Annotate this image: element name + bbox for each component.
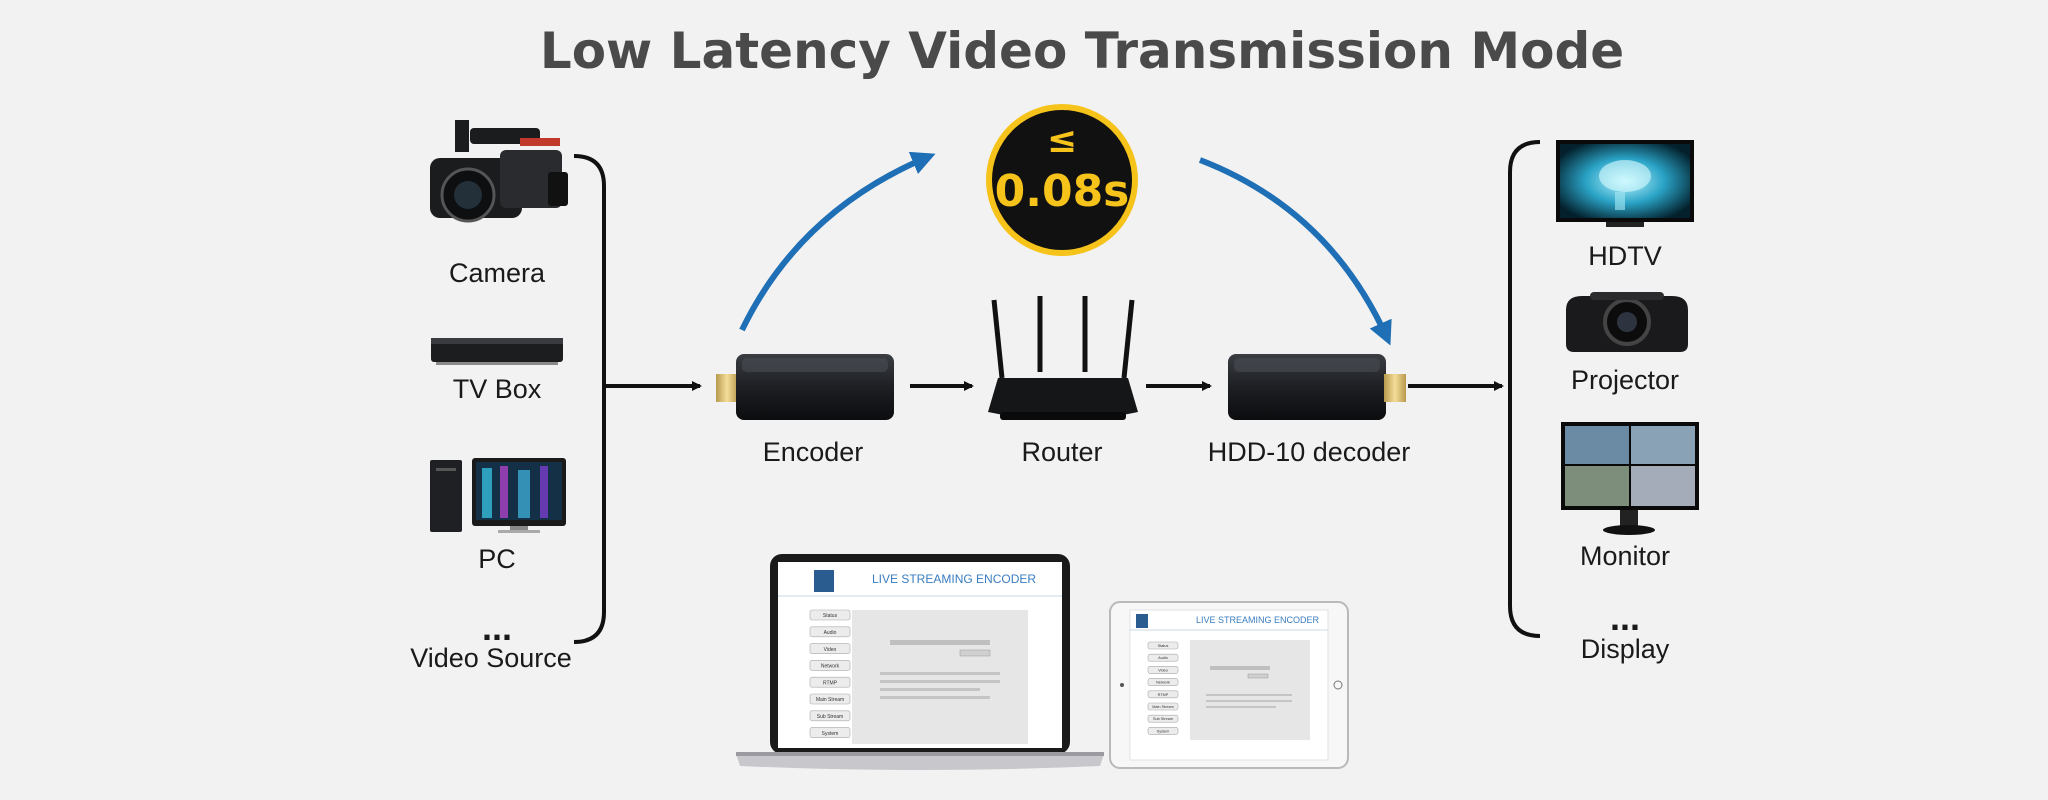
- tablet-ui-menu-button: [1147, 666, 1179, 674]
- tablet-ui-menu-label: Network: [1156, 681, 1170, 685]
- tablet-ui-menu-button: [1147, 714, 1179, 723]
- laptop-ui-title: LIVE STREAMING ENCODER: [872, 572, 1036, 586]
- display-label-hdtv: HDTV: [1588, 241, 1662, 271]
- laptop-ui-menu-button: [809, 676, 851, 688]
- sources-more-ellipsis: ...: [482, 607, 512, 648]
- tablet-ui-menu-label: Audio: [1158, 656, 1168, 660]
- display-label-projector: Projector: [1571, 365, 1679, 395]
- hdtv-icon: [1556, 140, 1694, 227]
- encoder-to-badge-arrow: [739, 151, 936, 332]
- laptop-ui-menu-button: [809, 660, 851, 671]
- tablet-ui-menu-label: Status: [1158, 644, 1169, 648]
- encoder-label: Encoder: [763, 437, 864, 467]
- router-icon: [988, 296, 1138, 420]
- tablet-ui-menu-button: [1147, 702, 1179, 711]
- decoder-device-icon: [1228, 354, 1406, 420]
- laptop-ui-menu-button: [809, 693, 851, 705]
- page-title: Low Latency Video Transmission Mode: [540, 22, 1624, 80]
- tablet-ui-menu-button: [1147, 641, 1179, 650]
- tablet-ui-menu-label: System: [1157, 729, 1170, 733]
- displays-caption: Display: [1581, 634, 1670, 664]
- laptop-ui-menu-button: [809, 643, 851, 654]
- projector-icon: [1566, 292, 1688, 352]
- decoder-label: HDD-10 decoder: [1208, 437, 1411, 467]
- sources-caption: Video Source: [410, 643, 572, 673]
- laptop-web-ui: LIVE STREAMING ENCODER: [778, 570, 1062, 744]
- camera-icon: [430, 120, 568, 223]
- router-label: Router: [1021, 437, 1102, 467]
- source-label-pc: PC: [478, 544, 516, 574]
- latency-value: 0.08s: [995, 166, 1130, 217]
- source-label-camera: Camera: [449, 258, 546, 288]
- source-label-tv-box: TV Box: [453, 374, 542, 404]
- latency-symbol: ≤: [1047, 120, 1077, 161]
- tablet-ui-title: LIVE STREAMING ENCODER: [1196, 615, 1320, 625]
- laptop-ui-menu-label: Video: [824, 647, 837, 653]
- tablet-ui-logo-icon: [1136, 614, 1148, 628]
- display-label-monitor: Monitor: [1580, 541, 1670, 571]
- laptop-ui-menu-label: Main Stream: [816, 697, 844, 703]
- tv-box-icon: [431, 338, 563, 365]
- laptop-ui-menu-button: [809, 609, 851, 621]
- badge-to-decoder-arrow: [1198, 157, 1392, 346]
- tablet-ui-menu-label: Sub Stream: [1153, 717, 1173, 721]
- laptop-ui-menu-label: RTMP: [823, 680, 838, 686]
- laptop-ui-menu-label: System: [822, 731, 839, 737]
- tablet-ui-menu-button: [1147, 727, 1179, 735]
- encoder-device-icon: [716, 354, 894, 420]
- sources-bracket: [573, 154, 606, 644]
- tablet-ui-menu-label: RTMP: [1158, 693, 1169, 697]
- laptop-ui-menu-button: [809, 626, 851, 638]
- tablet-ui-menu-button: [1147, 653, 1179, 662]
- displays-bracket: [1508, 140, 1541, 638]
- displays-more-ellipsis: ...: [1610, 597, 1640, 638]
- tablet-ui-menu-button: [1147, 678, 1179, 686]
- laptop-ui-logo-icon: [814, 570, 834, 592]
- monitor-icon: [1561, 422, 1699, 535]
- tablet-ui-menu-label: Main Stream: [1152, 705, 1174, 709]
- laptop-ui-menu-label: Status: [823, 613, 838, 619]
- tablet-ui-menu-label: Video: [1158, 668, 1168, 672]
- laptop-ui-menu-label: Sub Stream: [817, 714, 843, 720]
- laptop-ui-menu-button: [809, 710, 851, 722]
- laptop-ui-menu-button: [809, 727, 851, 738]
- laptop-ui-menu-label: Audio: [824, 630, 837, 636]
- latency-badge: ≤ 0.08s: [986, 104, 1138, 256]
- pc-icon: [430, 458, 566, 533]
- tablet-ui-menu-button: [1147, 690, 1179, 699]
- laptop-ui-menu-label: Network: [821, 664, 840, 670]
- tablet-web-ui: LIVE STREAMING ENCODER: [1130, 614, 1328, 740]
